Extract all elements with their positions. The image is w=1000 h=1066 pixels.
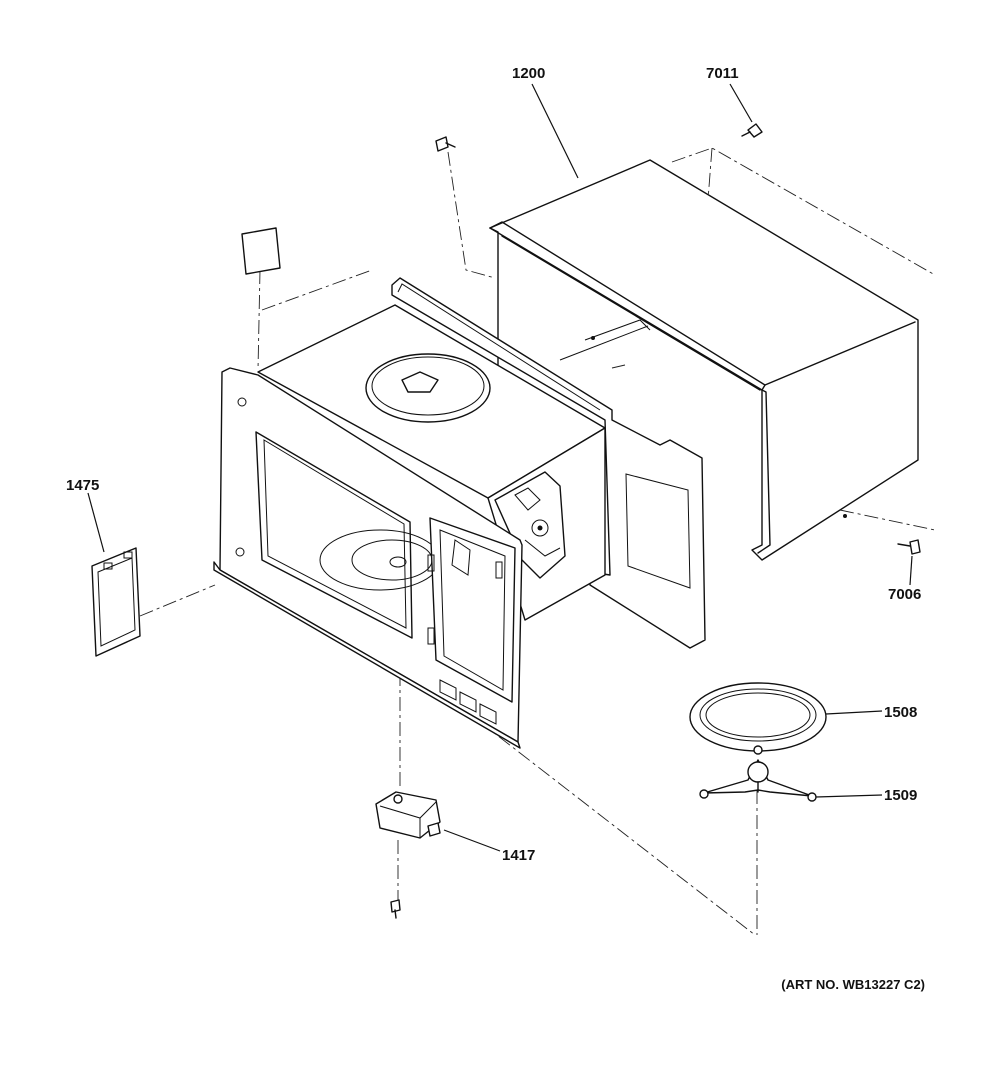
label-1200: 1200 [512, 65, 545, 82]
label-7011: 7011 [706, 65, 739, 82]
label-1475: 1475 [66, 477, 99, 494]
label-1508: 1508 [884, 704, 917, 721]
alignment-lines [139, 147, 936, 936]
screw-top-left[interactable] [435, 136, 456, 152]
outer-case-cover[interactable] [489, 159, 919, 561]
label-1509: 1509 [884, 787, 917, 804]
turntable-motor-1417[interactable] [375, 791, 441, 839]
label-1417: 1417 [502, 847, 535, 864]
waveguide-cover-1475[interactable] [91, 547, 141, 657]
screw-bottom[interactable] [390, 899, 401, 919]
turntable-tray-1508[interactable] [689, 682, 827, 752]
screw-7011[interactable] [741, 123, 763, 138]
part-labels: 1200 7011 7006 1475 1508 1509 1417 [66, 65, 921, 864]
screw-7006[interactable] [897, 539, 921, 555]
oven-cavity-chassis [213, 277, 706, 749]
insulation-pad[interactable] [241, 227, 281, 275]
art-number: (ART NO. WB13227 C2) [781, 977, 925, 992]
label-7006: 7006 [888, 586, 921, 603]
roller-support-1509[interactable] [699, 745, 817, 802]
leader-lines [87, 83, 913, 852]
